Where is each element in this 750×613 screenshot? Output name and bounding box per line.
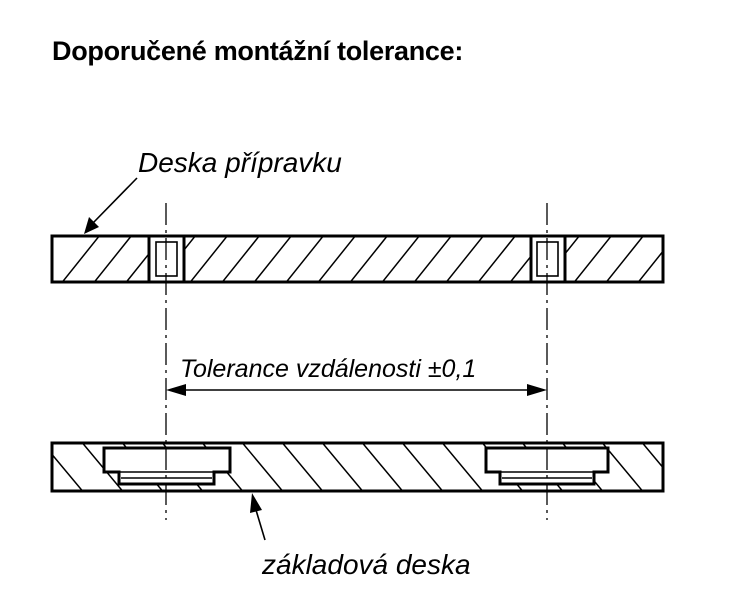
top-right-bore <box>529 236 567 282</box>
right-arrow-icon <box>527 384 547 396</box>
base-plate-outline <box>50 441 665 493</box>
base-leader-arrow-icon <box>250 493 262 513</box>
tolerance-label: Tolerance vzdálenosti ±0,1 <box>180 355 476 383</box>
top-plate-leader <box>84 177 138 234</box>
tolerance-dimension <box>166 384 547 396</box>
base-plate <box>50 441 665 493</box>
base-plate-label: základová deska <box>261 549 471 580</box>
drawing-title: Doporučené montážní tolerance: <box>52 36 463 66</box>
top-plate-outline <box>50 234 665 284</box>
top-plate-label: Deska přípravku <box>138 147 342 178</box>
base-plate-leader <box>250 493 266 541</box>
top-plate <box>50 234 665 284</box>
top-plate-hatching <box>52 236 663 282</box>
top-leader-arrow-icon <box>84 217 99 234</box>
left-arrow-icon <box>166 384 186 396</box>
base-left-counterbore <box>102 446 232 486</box>
